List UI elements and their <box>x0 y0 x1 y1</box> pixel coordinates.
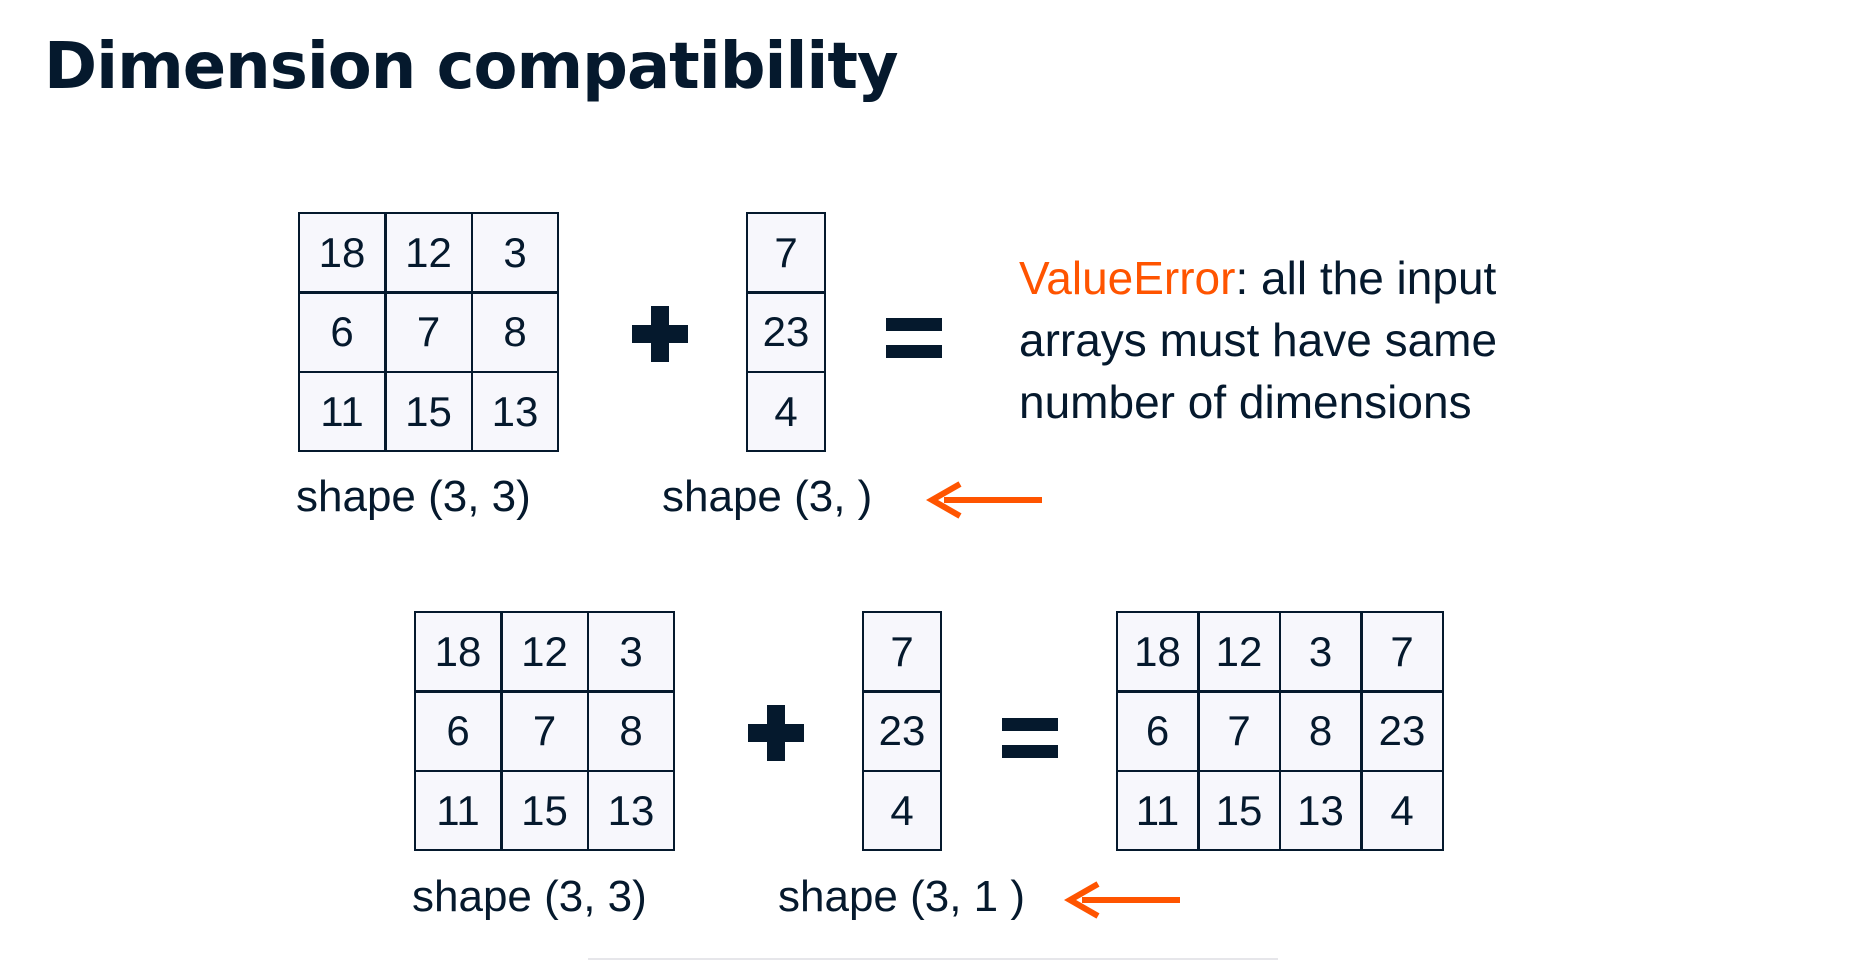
vector-cell: 7 <box>748 214 824 291</box>
matrix-cell: 6 <box>416 692 500 770</box>
vector-cell: 23 <box>748 293 824 371</box>
left-arrow-icon <box>1064 881 1180 919</box>
bottom-vector-b-shape-label: shape (3, 1 ) <box>778 872 1026 921</box>
matrix-cell: 8 <box>473 293 557 371</box>
matrix-cell: 13 <box>589 772 673 849</box>
equals-icon <box>1002 718 1058 758</box>
matrix-cell: 18 <box>300 214 384 291</box>
plus-icon <box>632 306 688 362</box>
plus-icon <box>748 705 804 761</box>
matrix-cell: 12 <box>386 214 471 291</box>
result-cell: 6 <box>1118 692 1197 770</box>
result-cell: 12 <box>1199 613 1279 690</box>
bottom-result-matrix: 18 12 3 7 6 7 8 23 11 15 13 4 <box>1116 611 1444 851</box>
top-matrix-a: 18 12 3 6 7 8 11 15 13 <box>298 212 559 452</box>
bottom-matrix-a-shape-label: shape (3, 3) <box>412 872 647 921</box>
matrix-cell: 18 <box>416 613 500 690</box>
matrix-cell: 12 <box>502 613 587 690</box>
vector-cell: 4 <box>748 373 824 450</box>
vector-cell: 23 <box>864 692 940 770</box>
result-cell: 11 <box>1118 772 1197 849</box>
result-cell: 3 <box>1281 613 1360 690</box>
result-cell: 18 <box>1118 613 1197 690</box>
matrix-cell: 7 <box>502 692 587 770</box>
matrix-cell: 3 <box>473 214 557 291</box>
error-text: : all the input arrays must have same nu… <box>1019 252 1498 428</box>
value-error-message: ValueError: all the input arrays must ha… <box>1019 247 1579 433</box>
divider <box>588 958 1278 960</box>
matrix-cell: 7 <box>386 293 471 371</box>
matrix-cell: 6 <box>300 293 384 371</box>
matrix-cell: 11 <box>416 772 500 849</box>
left-arrow-icon <box>926 481 1042 519</box>
matrix-cell: 15 <box>502 772 587 849</box>
result-cell: 15 <box>1199 772 1279 849</box>
top-matrix-a-shape-label: shape (3, 3) <box>296 472 531 521</box>
matrix-cell: 8 <box>589 692 673 770</box>
result-cell: 4 <box>1362 772 1442 849</box>
page-title: Dimension compatibility <box>44 30 899 104</box>
top-vector-b: 7 23 4 <box>746 212 826 452</box>
vector-cell: 7 <box>864 613 940 690</box>
bottom-matrix-a: 18 12 3 6 7 8 11 15 13 <box>414 611 675 851</box>
result-cell: 7 <box>1362 613 1442 690</box>
bottom-vector-b: 7 23 4 <box>862 611 942 851</box>
matrix-cell: 3 <box>589 613 673 690</box>
matrix-cell: 15 <box>386 373 471 450</box>
result-cell: 13 <box>1281 772 1360 849</box>
top-vector-b-shape-label: shape (3, ) <box>662 472 873 521</box>
result-cell: 23 <box>1362 692 1442 770</box>
matrix-cell: 13 <box>473 373 557 450</box>
error-keyword: ValueError <box>1019 252 1236 304</box>
result-cell: 8 <box>1281 692 1360 770</box>
equals-icon <box>886 318 942 358</box>
matrix-cell: 11 <box>300 373 384 450</box>
result-cell: 7 <box>1199 692 1279 770</box>
vector-cell: 4 <box>864 772 940 849</box>
